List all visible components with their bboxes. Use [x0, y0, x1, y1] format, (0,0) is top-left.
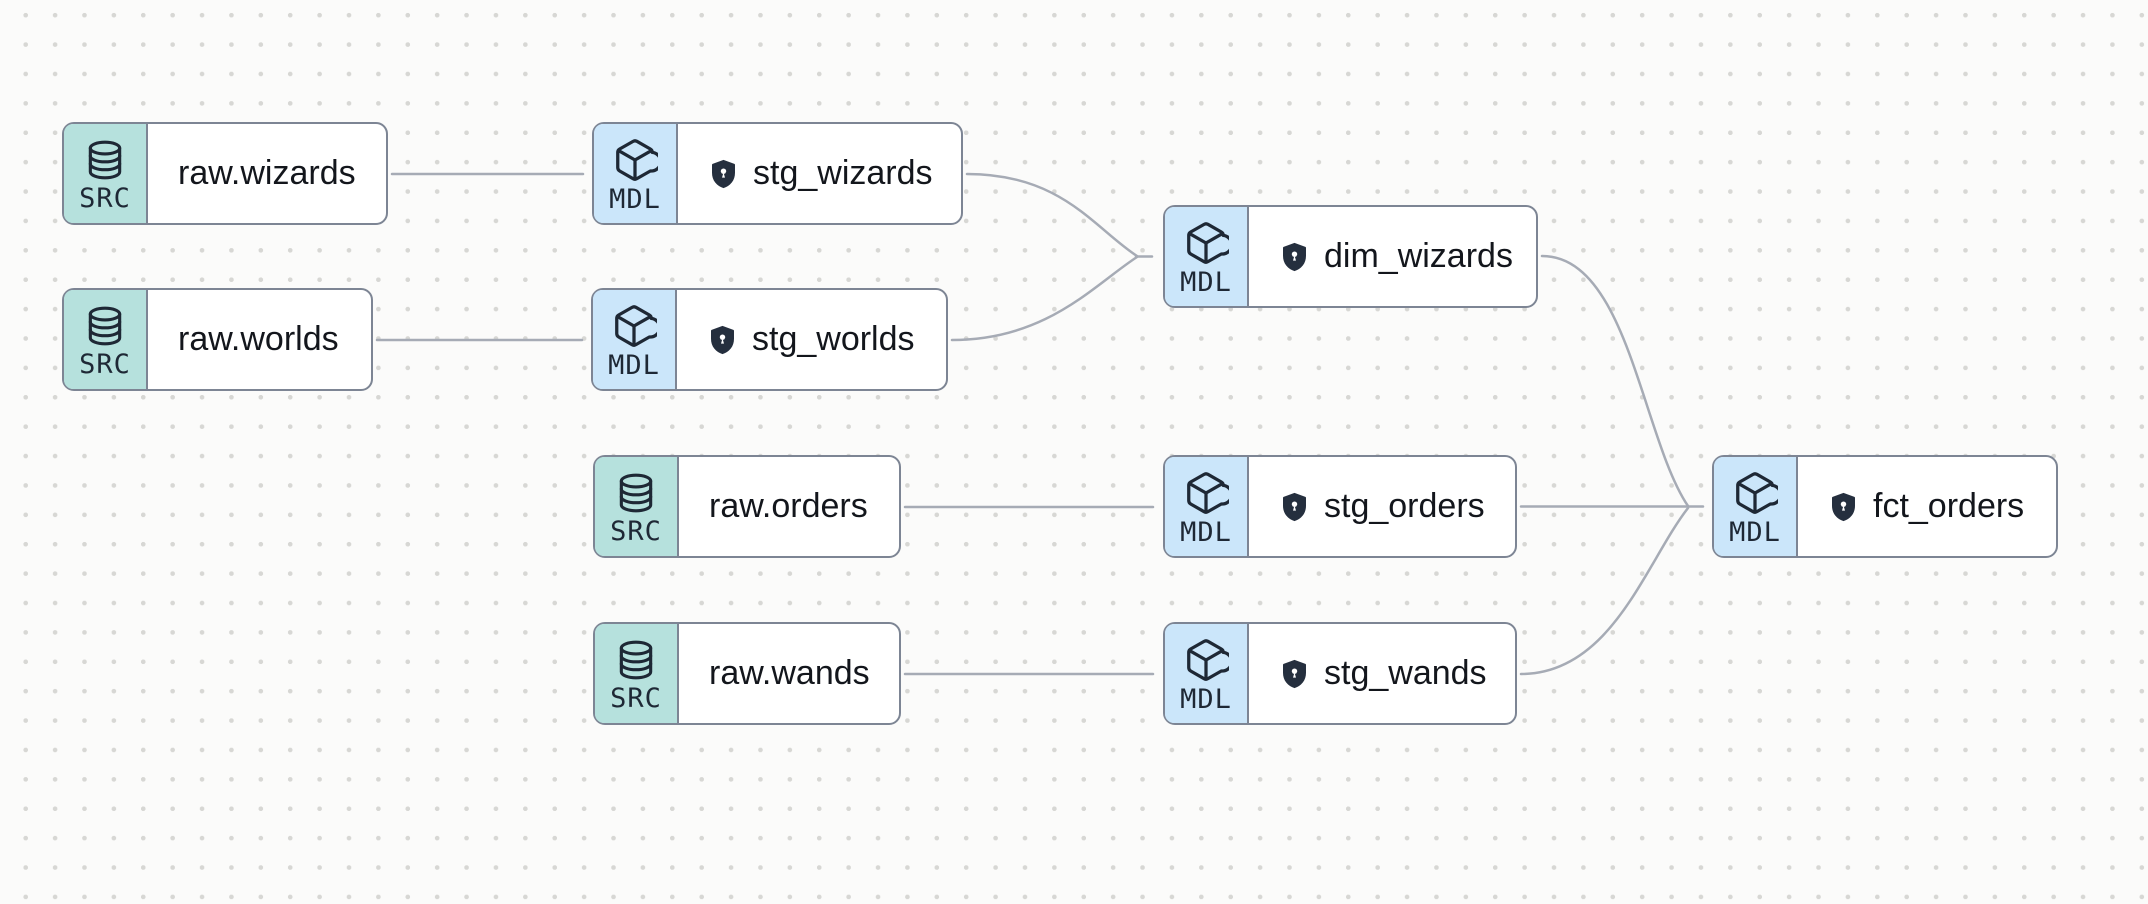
- node-body: fct_orders: [1798, 457, 2056, 556]
- contract-shield-icon: [1283, 492, 1306, 521]
- node-body: stg_orders: [1249, 457, 1515, 556]
- cube-icon: [616, 138, 658, 181]
- cube-icon: [1736, 471, 1778, 514]
- contract-shield-icon: [712, 159, 735, 188]
- contract-shield-icon: [1283, 659, 1306, 688]
- node-stg-wands[interactable]: MDL stg_wands: [1163, 622, 1517, 725]
- badge-label: MDL: [1180, 516, 1232, 548]
- node-label: raw.wands: [709, 654, 870, 692]
- node-body: raw.wands: [679, 624, 899, 723]
- node-label: stg_wands: [1324, 654, 1487, 692]
- model-type-badge: MDL: [594, 124, 678, 223]
- node-stg-orders[interactable]: MDL stg_orders: [1163, 455, 1517, 558]
- badge-label: MDL: [1729, 516, 1781, 548]
- node-raw-worlds[interactable]: SRC raw.worlds: [62, 288, 373, 391]
- database-icon: [88, 306, 122, 345]
- node-raw-orders[interactable]: SRC raw.orders: [593, 455, 901, 558]
- database-icon: [88, 140, 122, 179]
- cube-icon: [1187, 221, 1229, 264]
- model-type-badge: MDL: [1714, 457, 1798, 556]
- node-fct-orders[interactable]: MDL fct_orders: [1712, 455, 2058, 558]
- node-body: stg_wizards: [678, 124, 961, 223]
- model-type-badge: MDL: [1165, 207, 1249, 306]
- badge-label: SRC: [610, 682, 662, 714]
- node-raw-wands[interactable]: SRC raw.wands: [593, 622, 901, 725]
- node-label: fct_orders: [1873, 487, 2025, 525]
- source-type-badge: SRC: [595, 457, 679, 556]
- edge-stg-wands-fct-orders: [1519, 506, 1690, 676]
- edge-stg-worlds-dim-wizards: [950, 255, 1139, 342]
- node-body: stg_worlds: [677, 290, 946, 389]
- source-type-badge: SRC: [64, 124, 148, 223]
- cube-icon: [1187, 638, 1229, 681]
- source-type-badge: SRC: [64, 290, 148, 389]
- database-icon: [619, 473, 653, 512]
- badge-label: SRC: [610, 515, 662, 547]
- node-label: raw.wizards: [178, 154, 356, 192]
- node-dim-wizards[interactable]: MDL dim_wizards: [1163, 205, 1538, 308]
- badge-label: MDL: [609, 183, 661, 215]
- node-label: raw.worlds: [178, 320, 339, 358]
- cube-icon: [1187, 471, 1229, 514]
- node-body: raw.worlds: [148, 290, 371, 389]
- node-label: dim_wizards: [1324, 237, 1513, 275]
- contract-shield-icon: [1283, 242, 1306, 271]
- edge-dim-wizards-fct-orders: [1540, 254, 1690, 508]
- node-label: stg_worlds: [752, 320, 915, 358]
- badge-label: SRC: [79, 182, 131, 214]
- contract-shield-icon: [1832, 492, 1855, 521]
- source-type-badge: SRC: [595, 624, 679, 723]
- node-raw-wizards[interactable]: SRC raw.wizards: [62, 122, 388, 225]
- node-body: dim_wizards: [1249, 207, 1536, 306]
- model-type-badge: MDL: [1165, 457, 1249, 556]
- badge-label: MDL: [608, 349, 660, 381]
- contract-shield-icon: [711, 325, 734, 354]
- edge-stg-wizards-dim-wizards: [965, 172, 1139, 258]
- badge-label: MDL: [1180, 683, 1232, 715]
- model-type-badge: MDL: [593, 290, 677, 389]
- node-body: stg_wands: [1249, 624, 1515, 723]
- node-stg-worlds[interactable]: MDL stg_worlds: [591, 288, 948, 391]
- node-body: raw.orders: [679, 457, 899, 556]
- node-label: stg_orders: [1324, 487, 1485, 525]
- node-stg-wizards[interactable]: MDL stg_wizards: [592, 122, 963, 225]
- badge-label: SRC: [79, 348, 131, 380]
- node-label: stg_wizards: [753, 154, 933, 192]
- node-body: raw.wizards: [148, 124, 386, 223]
- cube-icon: [615, 304, 657, 347]
- model-type-badge: MDL: [1165, 624, 1249, 723]
- node-label: raw.orders: [709, 487, 868, 525]
- database-icon: [619, 640, 653, 679]
- badge-label: MDL: [1180, 266, 1232, 298]
